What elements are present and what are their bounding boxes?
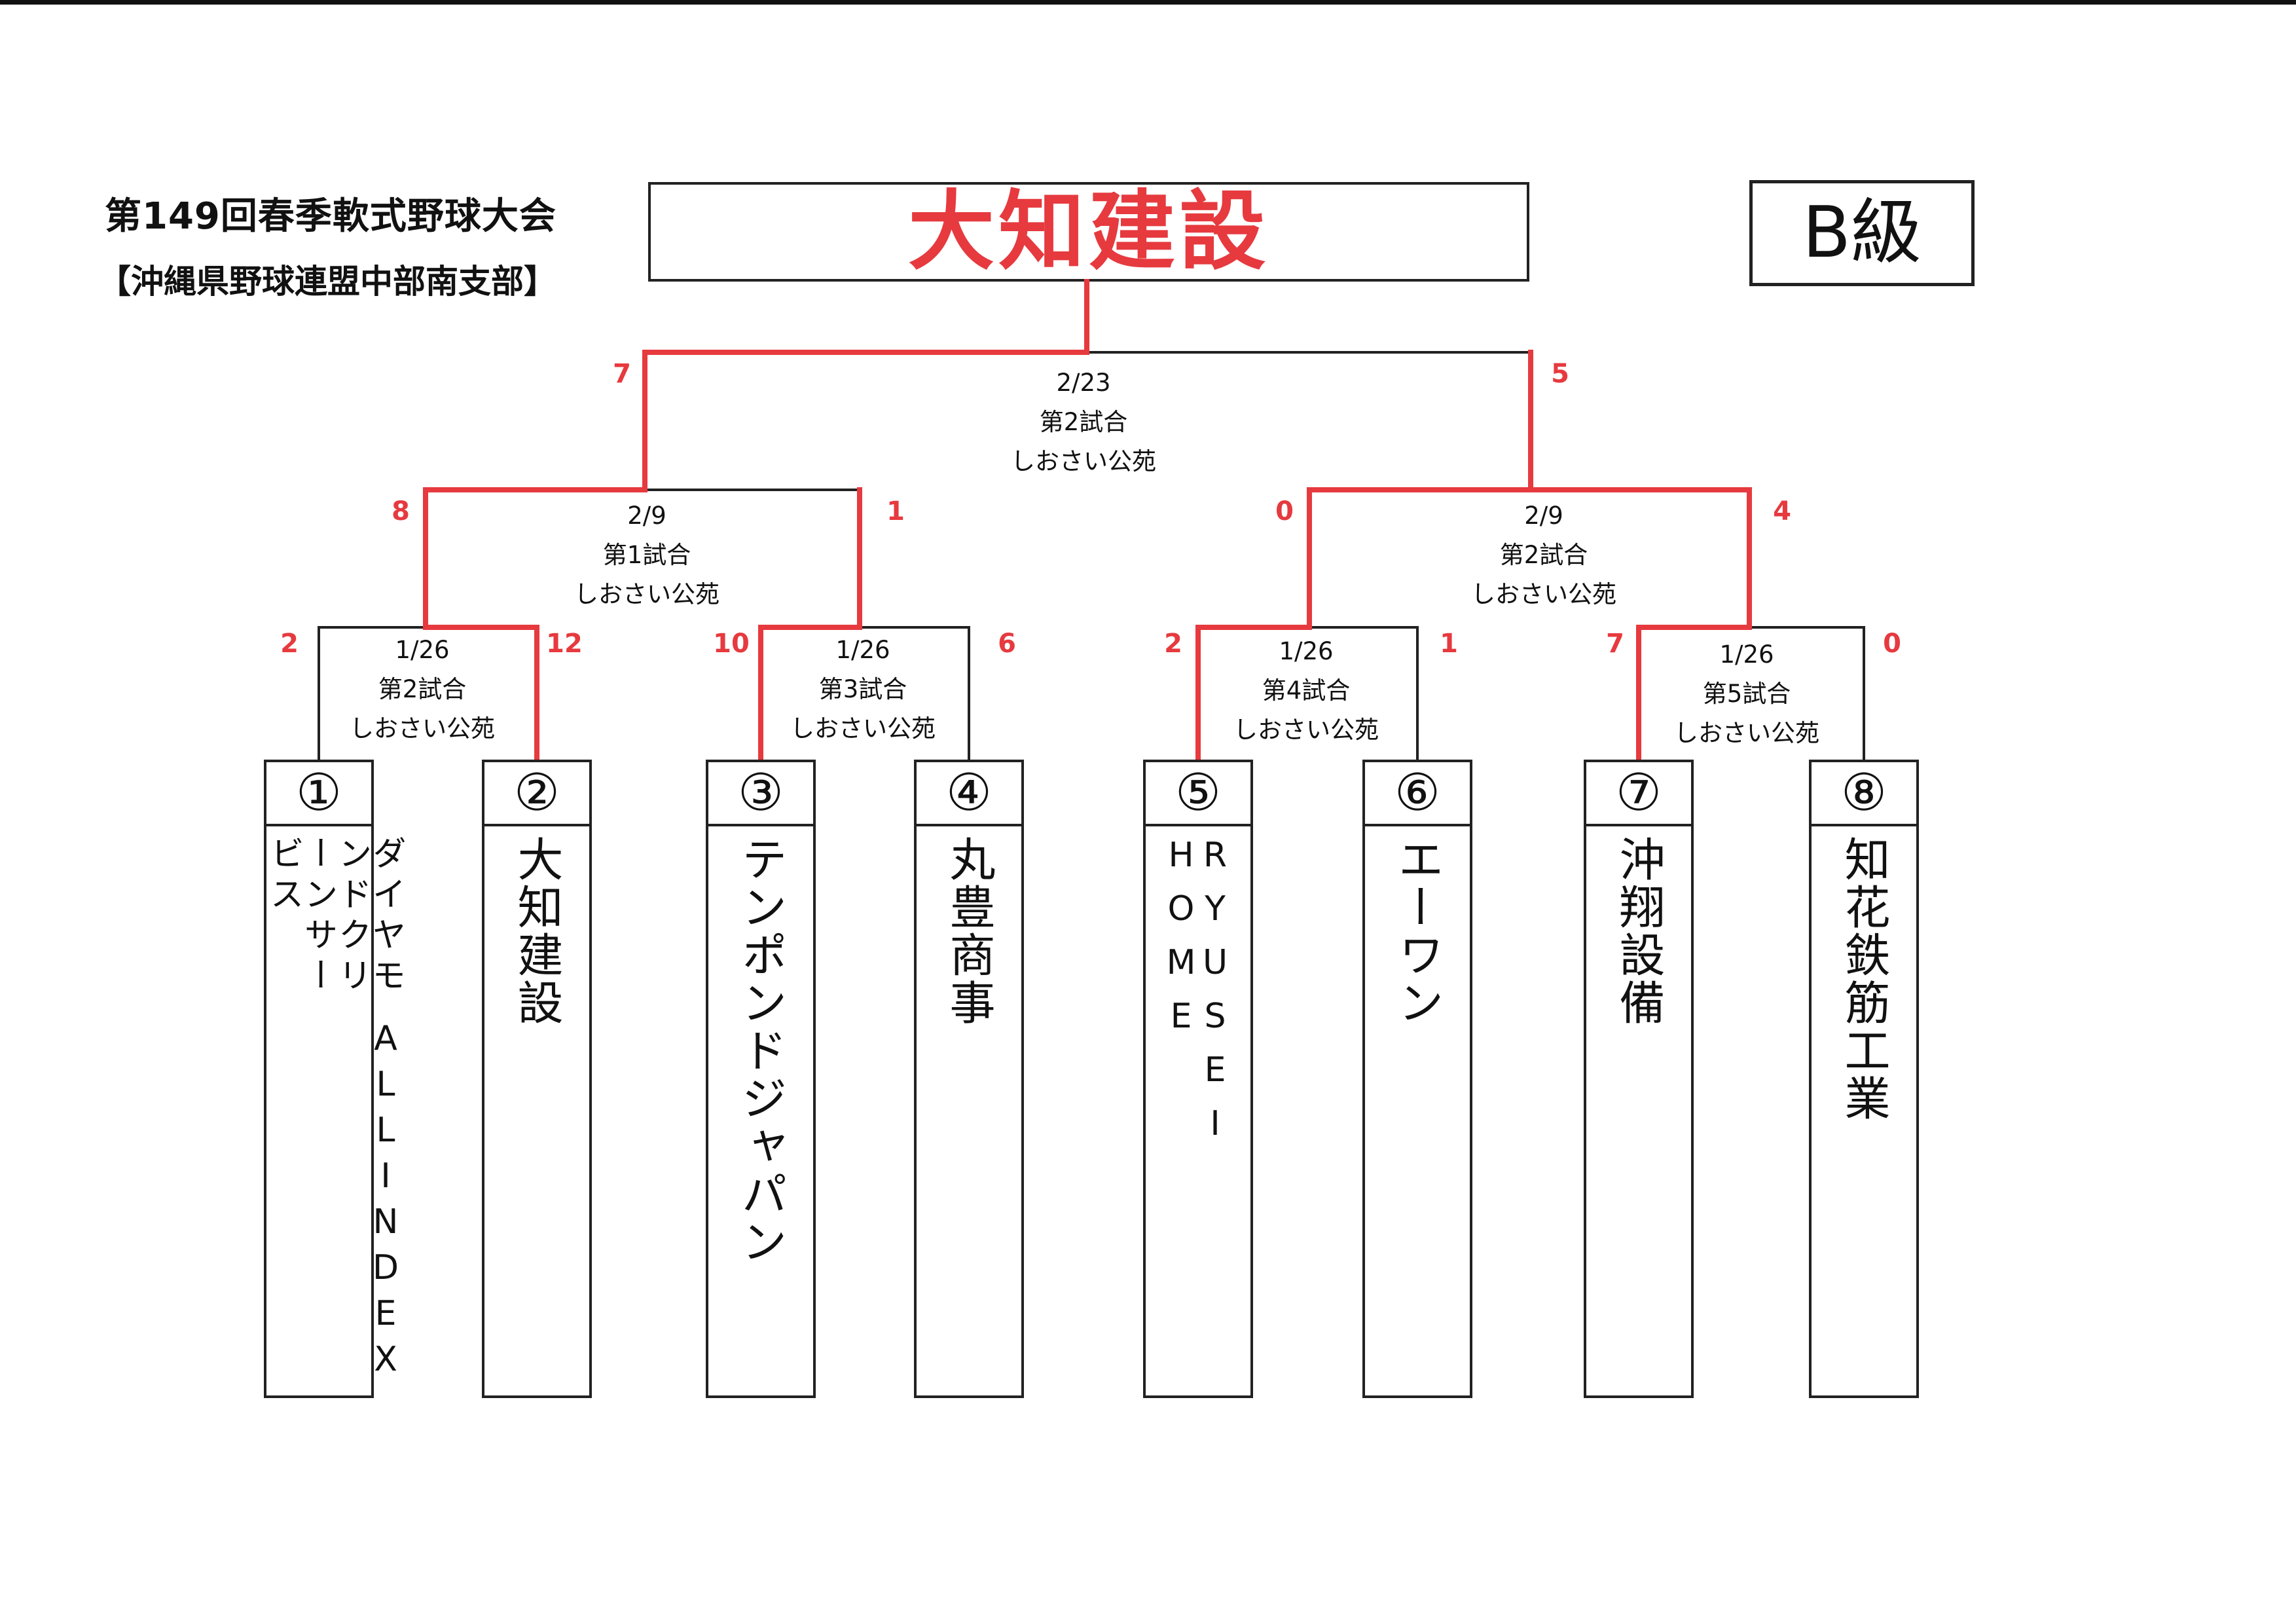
match-game: 第2試合 xyxy=(378,675,467,703)
match-game: 第5試合 xyxy=(1702,680,1791,708)
team-name: テンポンドジャパン xyxy=(734,836,788,1266)
score-q2-right: 6 xyxy=(998,629,1016,659)
match-date: 2/9 xyxy=(627,502,666,530)
organizer-label: 【沖縄県野球連盟中部南支部】 xyxy=(98,263,556,301)
team-box-3: ③ テンポンドジャパン xyxy=(706,760,816,1398)
winner-line-q4 xyxy=(1528,487,1752,762)
team-box-1: ① ダイヤモンドクリーンサービス ALLINDEX xyxy=(264,760,405,1398)
bracket-line-q1-loser xyxy=(318,626,427,761)
score-semi1-left: 8 xyxy=(392,496,410,526)
match-game: 第2試合 xyxy=(1499,541,1588,569)
team-seed: ⑥ xyxy=(1365,762,1470,826)
match-game: 第4試合 xyxy=(1262,676,1351,705)
match-date: 1/26 xyxy=(395,636,450,664)
winner-line-q2 xyxy=(758,487,862,762)
team-name: エーワン xyxy=(1391,836,1444,1027)
score-q4-right: 0 xyxy=(1883,629,1901,659)
team-name: 丸豊商事 xyxy=(942,836,996,1027)
match-game: 第1試合 xyxy=(602,541,691,569)
match-date: 2/9 xyxy=(1524,502,1563,530)
score-q1-left: 2 xyxy=(280,629,299,659)
match-date: 2/23 xyxy=(1056,369,1111,397)
team-box-2: ② 大知建設 xyxy=(482,760,592,1398)
champion-box: 大知建設 xyxy=(648,182,1529,282)
team-name: 沖翔設備 xyxy=(1612,836,1666,1027)
team-box-8: ⑧ 知花鉄筋工業 xyxy=(1809,760,1919,1398)
match-info-q2: 1/26 第3試合 しおさい公苑 xyxy=(790,631,936,748)
match-venue: しおさい公苑 xyxy=(1233,716,1379,744)
match-game: 第2試合 xyxy=(1039,408,1128,436)
team-seed: ⑤ xyxy=(1146,762,1250,826)
team-name: ダイヤモンドクリーンサービス ALLINDEX xyxy=(264,836,405,1386)
team-box-6: ⑥ エーワン xyxy=(1362,760,1472,1398)
winner-line-q1 xyxy=(423,487,647,762)
match-info-q4: 1/26 第5試合 しおさい公苑 xyxy=(1674,635,1819,753)
tournament-title: 第149回春季軟式野球大会 xyxy=(105,195,556,238)
score-q2-left: 10 xyxy=(713,629,750,659)
match-info-q1: 1/26 第2試合 しおさい公苑 xyxy=(350,631,495,748)
match-date: 1/26 xyxy=(1279,637,1334,665)
team-box-7: ⑦ 沖翔設備 xyxy=(1584,760,1694,1398)
score-final-right: 5 xyxy=(1551,359,1569,389)
winner-line-q3 xyxy=(1195,487,1533,762)
team-name: 知花鉄筋工業 xyxy=(1837,836,1891,1122)
team-seed: ④ xyxy=(917,762,1021,826)
match-venue: しおさい公苑 xyxy=(1674,719,1819,747)
team-box-4: ④ 丸豊商事 xyxy=(914,760,1024,1398)
score-semi2-left: 0 xyxy=(1275,496,1294,526)
champion-name: 大知建設 xyxy=(908,181,1269,282)
team-box-5: ⑤ RYUSEI HOME xyxy=(1143,760,1253,1398)
score-q4-left: 7 xyxy=(1606,629,1624,659)
class-badge: B級 xyxy=(1749,180,1975,286)
match-venue: しおさい公苑 xyxy=(574,580,720,608)
team-name: 大知建設 xyxy=(510,836,564,1027)
team-name-line-2: ALLINDEX xyxy=(366,1019,405,1386)
match-venue: しおさい公苑 xyxy=(1011,447,1156,475)
team-seed: ① xyxy=(266,762,371,826)
match-date: 1/26 xyxy=(1719,640,1774,669)
match-date: 1/26 xyxy=(835,636,890,664)
match-info-semi1: 2/9 第1試合 しおさい公苑 xyxy=(574,496,720,614)
match-info-semi2: 2/9 第2試合 しおさい公苑 xyxy=(1471,496,1616,614)
team-name: RYUSEI HOME xyxy=(1161,836,1235,1158)
scan-edge-line xyxy=(0,0,2296,5)
team-seed: ② xyxy=(484,762,589,826)
match-info-final: 2/23 第2試合 しおさい公苑 xyxy=(1011,363,1156,481)
score-q3-right: 1 xyxy=(1440,629,1458,659)
match-venue: しおさい公苑 xyxy=(1471,580,1616,608)
score-q3-left: 2 xyxy=(1164,629,1182,659)
score-q1-right: 12 xyxy=(546,629,583,659)
class-label: B級 xyxy=(1802,192,1922,274)
score-semi2-right: 4 xyxy=(1773,496,1791,526)
match-venue: しおさい公苑 xyxy=(350,714,495,743)
match-game: 第3試合 xyxy=(818,675,907,703)
match-venue: しおさい公苑 xyxy=(790,714,936,743)
team-seed: ⑦ xyxy=(1586,762,1691,826)
team-name-line-1: ダイヤモンドクリーンサービス xyxy=(264,836,405,998)
winner-line-s1 xyxy=(642,350,1089,492)
team-seed: ③ xyxy=(708,762,813,826)
team-seed: ⑧ xyxy=(1812,762,1916,826)
match-info-q3: 1/26 第4試合 しおさい公苑 xyxy=(1233,632,1379,750)
score-semi1-right: 1 xyxy=(886,496,905,526)
score-final-left: 7 xyxy=(613,359,631,389)
